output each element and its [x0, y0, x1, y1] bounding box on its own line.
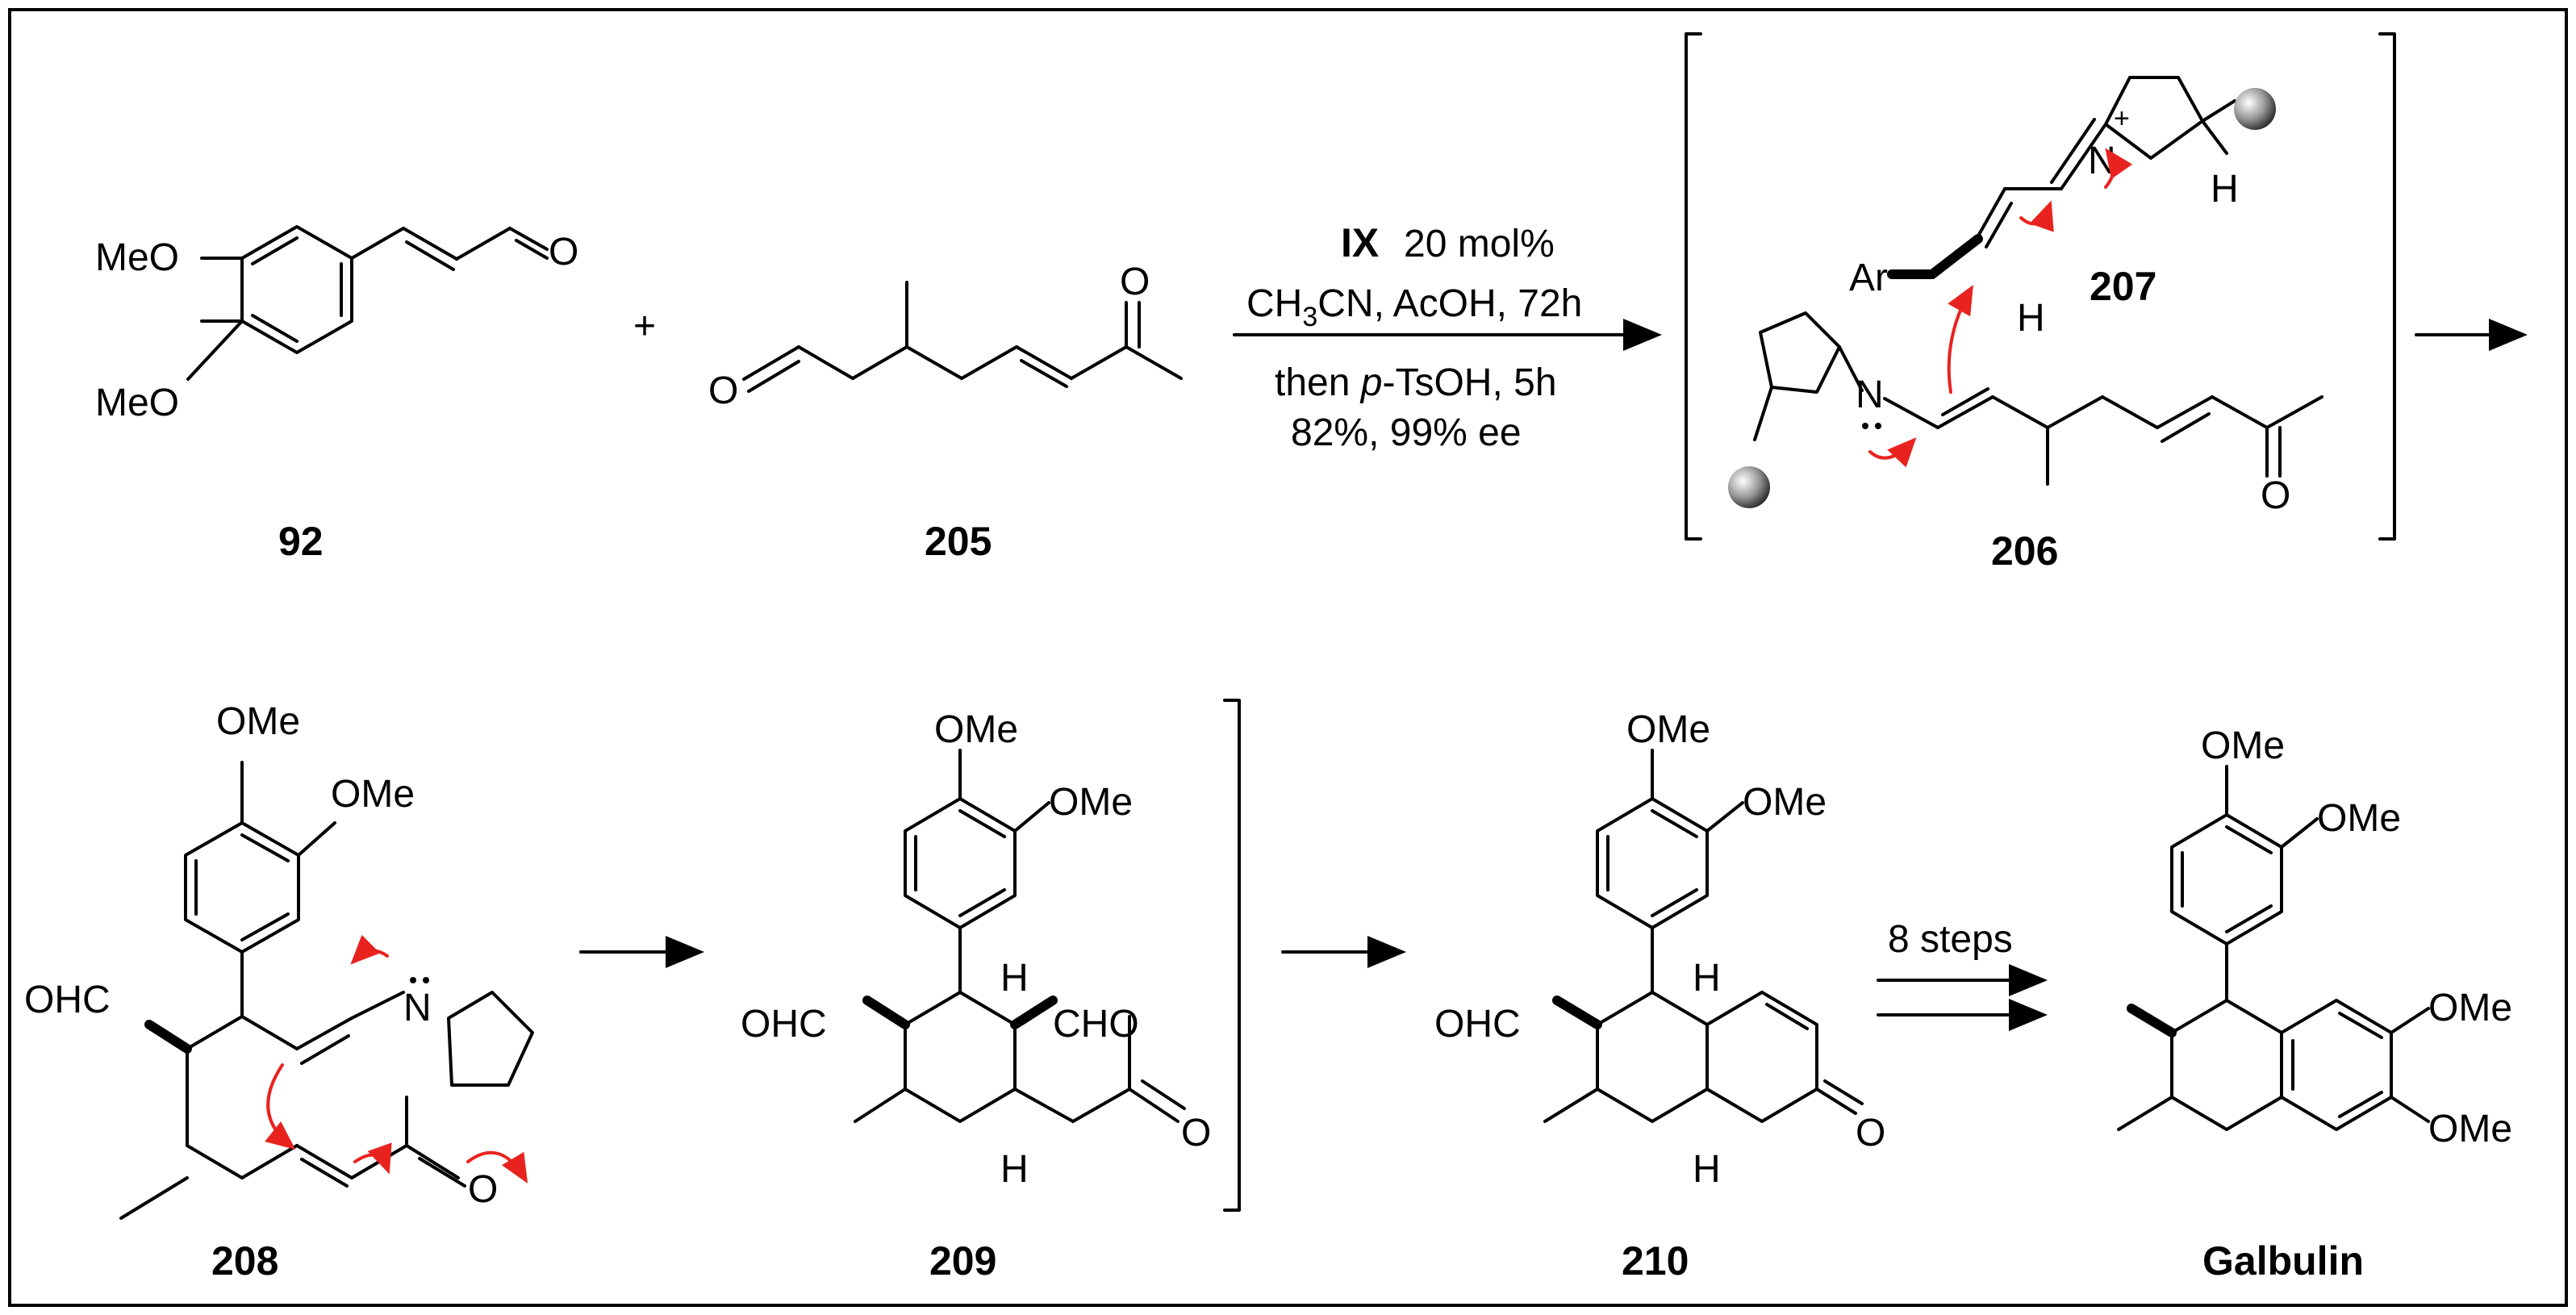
- compound-209-structure: [854, 749, 1186, 1123]
- bracket-right: [2378, 32, 2396, 541]
- frame: [8, 8, 2568, 1307]
- h-label: H: [1000, 1148, 1029, 1191]
- n-plus-charge: +: [2114, 103, 2130, 134]
- compound-210-label: 210: [1622, 1238, 1689, 1284]
- ome-label: OMe: [2428, 987, 2512, 1029]
- o-label: O: [468, 1168, 498, 1211]
- ome-label: OMe: [2428, 1108, 2512, 1150]
- compound-207-structure: [1887, 76, 2236, 279]
- ome-label: OMe: [2201, 724, 2285, 767]
- galbulin-label: Galbulin: [2202, 1238, 2364, 1284]
- compound-205-label: 205: [925, 519, 992, 564]
- catalyst-ball-icon: [2234, 88, 2276, 130]
- compound-206-structure: [1753, 311, 2323, 486]
- ohc-label: OHC: [741, 1003, 827, 1046]
- o-label: O: [1181, 1112, 1211, 1154]
- compound-208-structure: [119, 761, 534, 1220]
- h-label: H: [2211, 168, 2239, 211]
- catalyst-label: IX: [1341, 220, 1379, 265]
- ome-label: OMe: [216, 700, 300, 743]
- compound-92-structure: [200, 225, 549, 354]
- plus-sign: +: [633, 305, 656, 348]
- h-label: H: [1693, 957, 1721, 1000]
- o-label: O: [549, 231, 578, 273]
- n-label: N: [403, 987, 432, 1029]
- compound-92-label: 92: [278, 519, 324, 564]
- catalyst-ball-icon: [1728, 466, 1770, 508]
- compound-208-label: 208: [211, 1238, 278, 1284]
- ome-label: OMe: [1049, 781, 1133, 824]
- compound-205-structure: [742, 281, 1183, 393]
- catalyst-loading: 20 mol%: [1404, 223, 1555, 265]
- h-label: H: [1000, 957, 1029, 1000]
- h-label: H: [2017, 297, 2045, 340]
- ome-label: OMe: [331, 773, 415, 816]
- ome-label: OMe: [2317, 797, 2401, 840]
- ohc-label: OHC: [1434, 1003, 1521, 1046]
- galbulin-structure: [2117, 765, 2430, 1131]
- n-label: N: [1856, 374, 1884, 416]
- ome-label: OMe: [1743, 781, 1827, 824]
- ohc-label: OHC: [24, 979, 111, 1021]
- ome-label: OMe: [1626, 708, 1710, 751]
- o-label: O: [1120, 261, 1150, 303]
- compound-209-label: 209: [929, 1238, 996, 1284]
- o-label: O: [1856, 1112, 1885, 1154]
- o-label: O: [2261, 474, 2290, 517]
- o-label: O: [708, 369, 738, 412]
- meo-label: MeO: [95, 236, 179, 279]
- compound-207-label: 207: [2090, 264, 2156, 309]
- meo-label: MeO: [95, 382, 179, 424]
- ar-label: Ar: [1849, 257, 1888, 299]
- h-label: H: [1693, 1148, 1721, 1191]
- cho-label: CHO: [1053, 1003, 1139, 1046]
- compound-206-label: 206: [1991, 528, 2058, 574]
- bracket-left: [1685, 32, 1702, 541]
- step-label: 8 steps: [1888, 918, 2013, 961]
- compound-210-structure: [1543, 749, 1864, 1123]
- conditions-line-2: then p-TsOH, 5h: [1275, 361, 1557, 404]
- conditions-yield: 82%, 99% ee: [1291, 411, 1522, 454]
- ome-label: OMe: [934, 708, 1018, 751]
- bracket-right: [1223, 699, 1241, 1212]
- conditions-line-1: CH3CN, AcOH, 72h: [1246, 282, 1582, 332]
